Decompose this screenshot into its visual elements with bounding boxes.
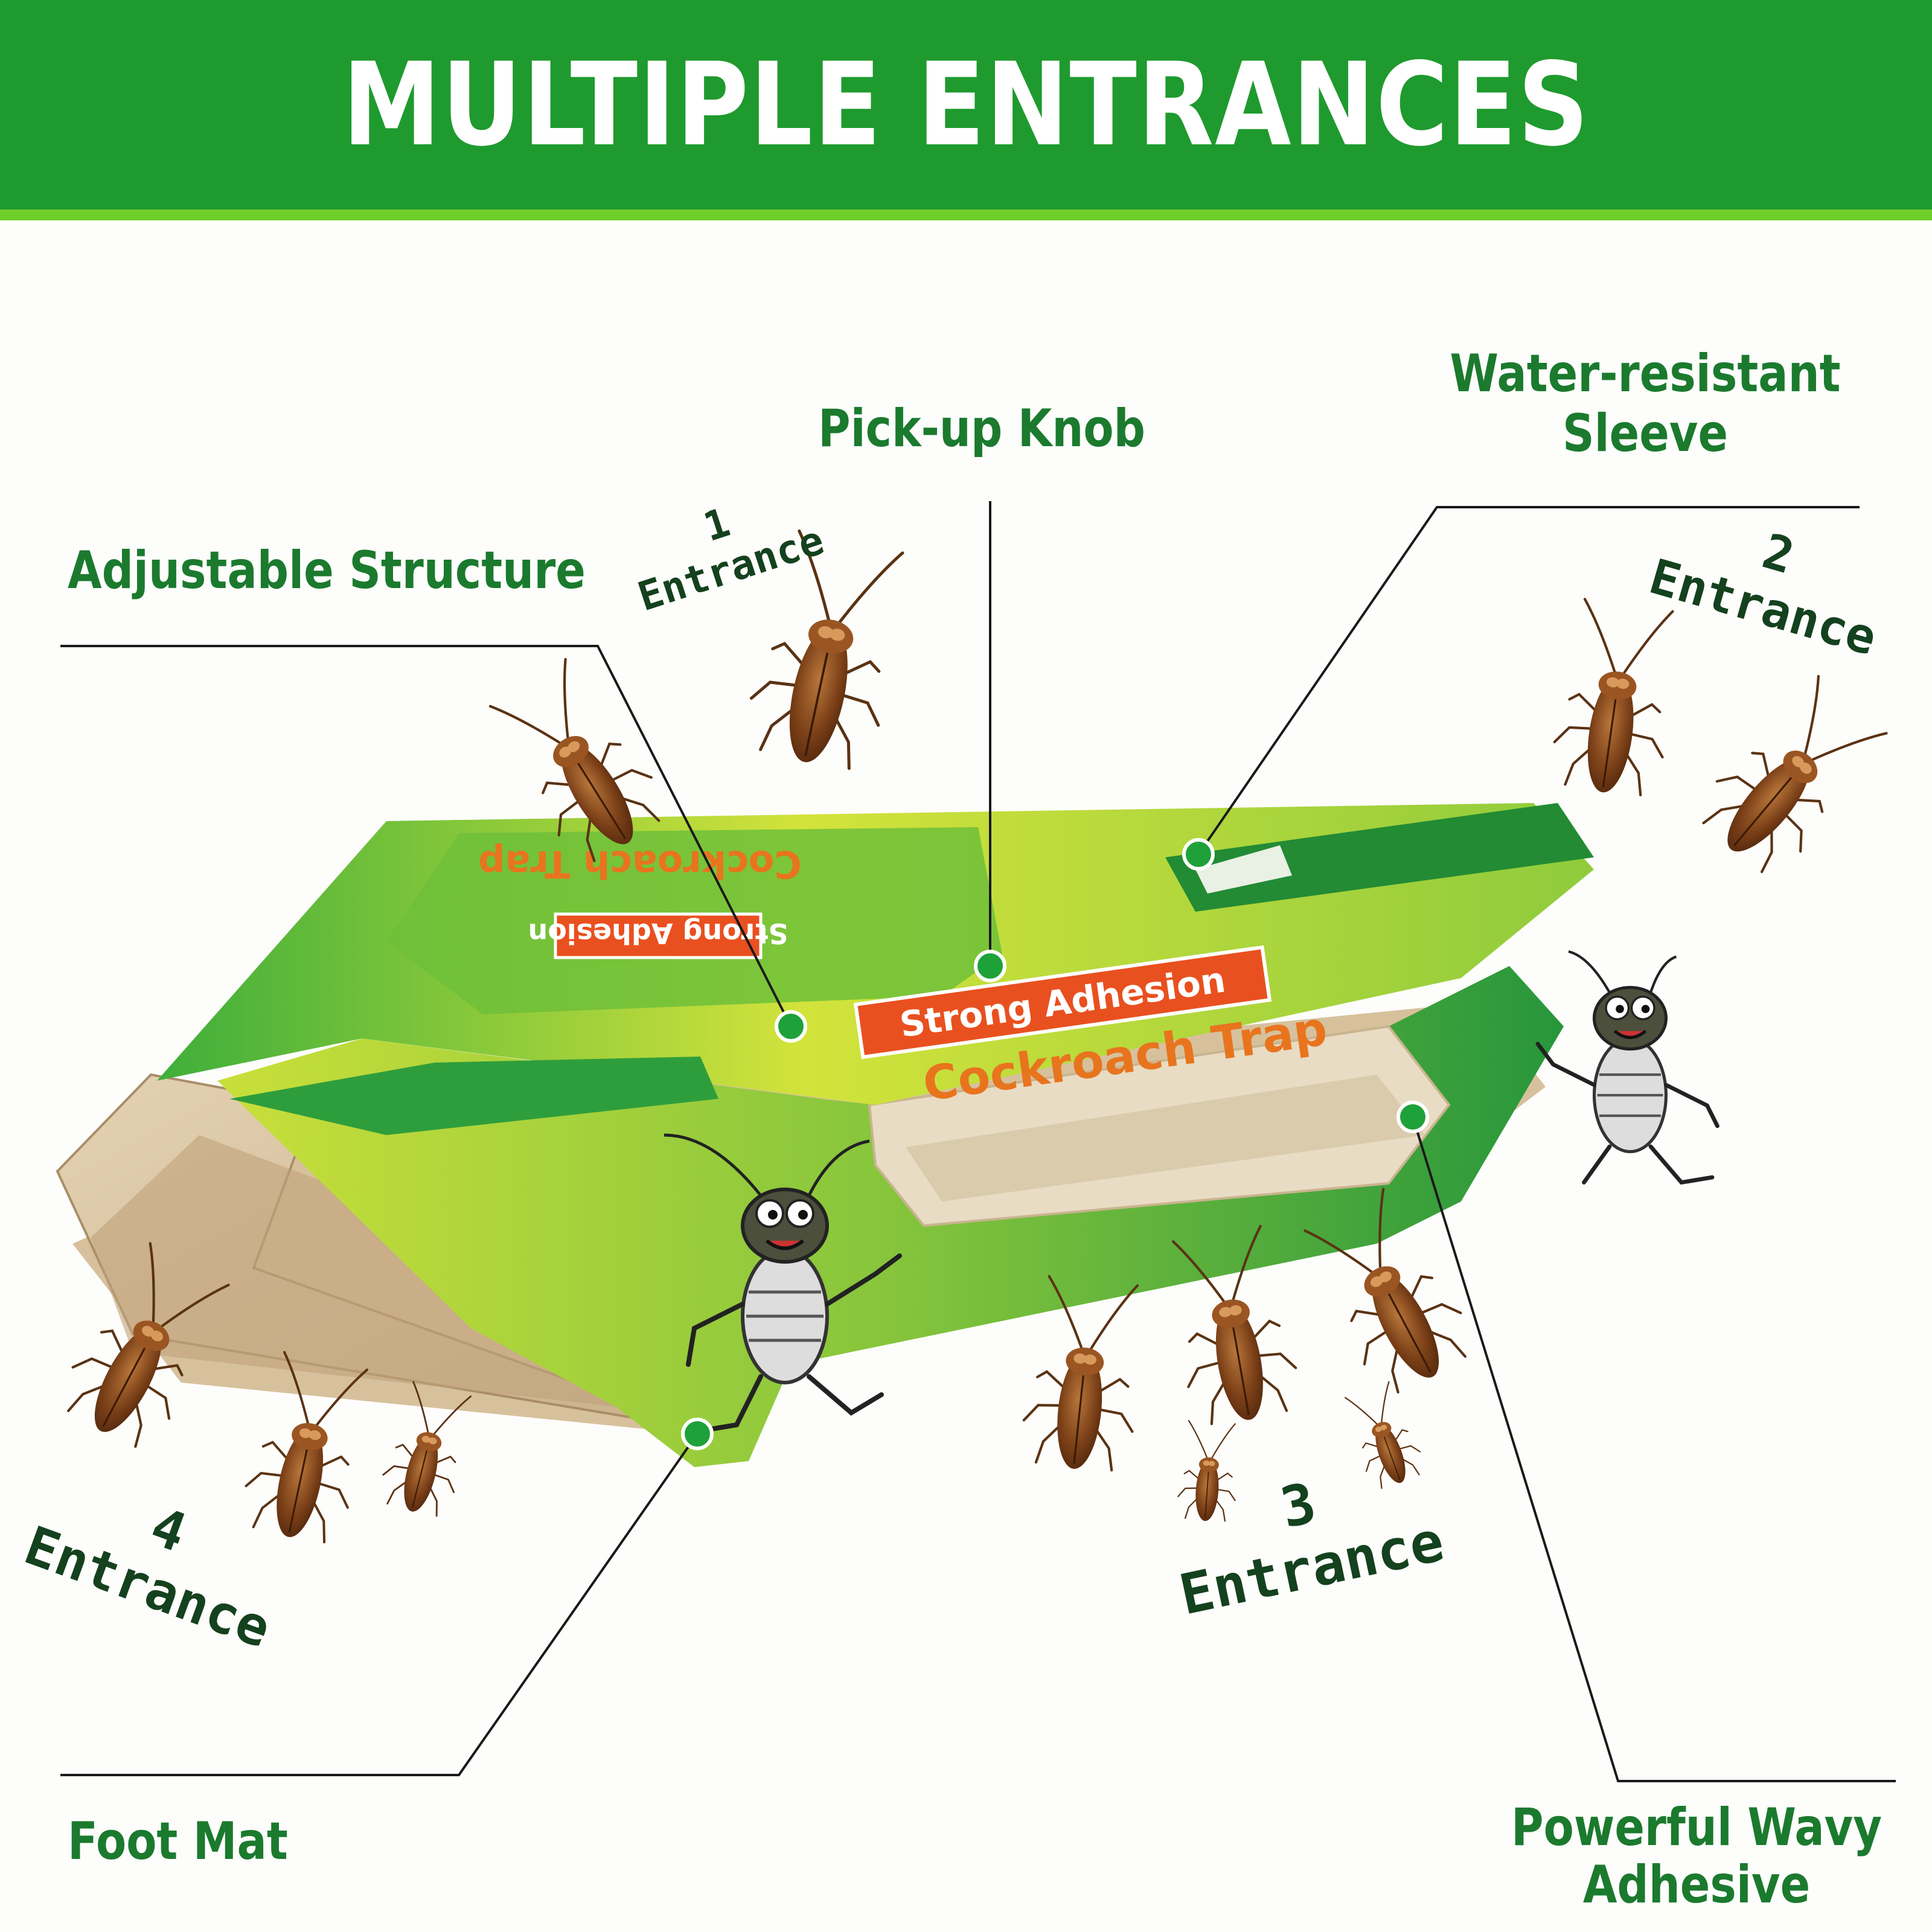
- leader-adjustable-structure: [60, 645, 792, 1027]
- leader-lines: [60, 501, 1896, 1782]
- callout-dot-icon: [974, 950, 1006, 982]
- callout-dot-icon: [681, 1418, 714, 1450]
- callout-water-resistant-sleeve: Water-resistant Sleeve: [1401, 344, 1889, 464]
- callout-foot-mat: Foot Mat: [68, 1811, 288, 1872]
- leader-water-resistant: [1197, 506, 1860, 856]
- callout-powerful-line1: Powerful Wavy: [1511, 1797, 1882, 1858]
- callout-dot-icon: [1182, 838, 1215, 871]
- callout-water-resistant-line1: Water-resistant: [1450, 344, 1841, 404]
- callout-powerful-wavy-adhesive: Powerful Wavy Adhesive: [1425, 1799, 1932, 1913]
- print-badge: [853, 945, 1272, 1060]
- callout-adjustable-structure: Adjustable Structure: [68, 540, 586, 601]
- cockroach-icon: [1549, 598, 1683, 800]
- callout-pickup-knob: Pick-up Knob: [818, 398, 1145, 459]
- leader-powerful-adhesive: [1412, 1116, 1896, 1782]
- cockroach-trap: Strong Adhesion Cockroach Trap Strong Ad…: [56, 803, 1719, 1467]
- print-cockroach-trap-upside: Cockroach Trap: [478, 842, 802, 886]
- callout-dot-icon: [1396, 1101, 1429, 1133]
- print-badge-upside: [554, 912, 763, 959]
- callout-water-resistant-line2: Sleeve: [1562, 403, 1729, 464]
- callout-dot-icon: [775, 1010, 807, 1043]
- leader-foot-mat: [60, 1433, 699, 1776]
- banner-title: MULTIPLE ENTRANCES: [342, 38, 1590, 171]
- cartoon-cockroach-icon: [664, 1133, 902, 1433]
- cartoon-cockroach-icon: [1535, 950, 1719, 1185]
- callout-powerful-line2: Adhesive: [1582, 1854, 1811, 1915]
- title-banner: MULTIPLE ENTRANCES: [0, 0, 1932, 220]
- cockroach-icon: [1689, 670, 1894, 884]
